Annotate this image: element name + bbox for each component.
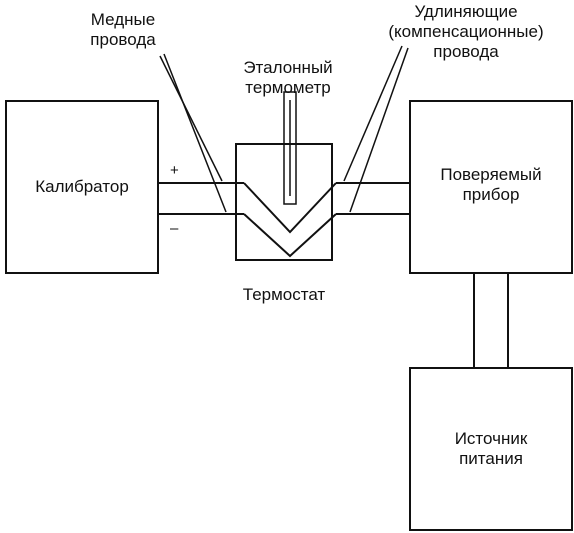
reference-thermometer-line-2: термометр [245, 78, 331, 97]
power-source-label: Источник питания [410, 429, 572, 469]
reference-thermometer-line-1: Эталонный [243, 58, 333, 77]
device-label: Поверяемый прибор [410, 165, 572, 205]
leader-extension-1 [343, 45, 403, 182]
leader-copper-1 [159, 55, 223, 182]
thermostat-text: Термостат [242, 285, 326, 304]
power-source-block [409, 367, 573, 531]
reference-thermometer-label: Эталонный термометр [228, 58, 348, 98]
copper-wires-line-2: провода [90, 30, 156, 49]
calibrator-label: Калибратор [6, 177, 158, 197]
copper-wires-label: Медные провода [78, 10, 168, 50]
power-source-line-1: Источник [454, 429, 528, 448]
device-line-2: прибор [462, 185, 520, 204]
thermometer-body [283, 91, 297, 205]
thermocouple-outer [243, 182, 337, 234]
thermostat-label: Термостат [228, 285, 340, 305]
leader-extension-2 [349, 47, 409, 213]
device-line-1: Поверяемый [440, 165, 542, 184]
extension-wires-label: Удлиняющие (компенсационные) провода [366, 2, 566, 62]
extension-wires-line-3: провода [433, 42, 499, 61]
plus-sign: + [170, 162, 179, 179]
device-block [409, 100, 573, 274]
extension-wires-line-2: (компенсационные) [388, 22, 544, 41]
minus-sign: – [170, 220, 179, 237]
calibrator-text: Калибратор [35, 177, 129, 196]
calibrator-block [5, 100, 159, 274]
power-source-line-2: питания [459, 449, 523, 468]
thermocouple-inner [243, 213, 337, 258]
copper-wires-line-1: Медные [90, 10, 156, 29]
leader-copper-2 [163, 53, 227, 213]
extension-wires-line-1: Удлиняющие [414, 2, 518, 21]
